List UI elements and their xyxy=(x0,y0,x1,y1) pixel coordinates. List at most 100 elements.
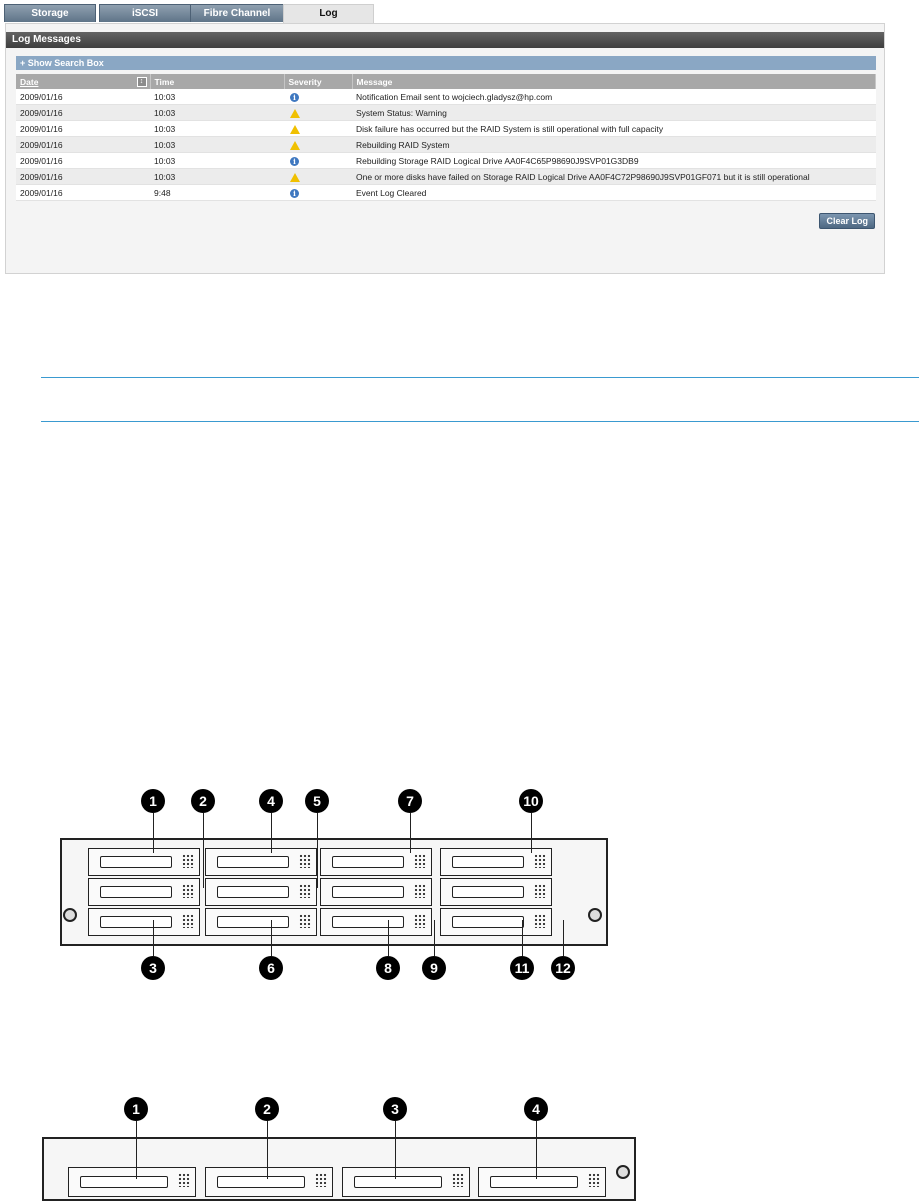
log-panel: Log Messages + Show Search Box Date ↕ Ti… xyxy=(5,23,885,274)
column-header-date[interactable]: Date ↕ xyxy=(16,74,151,89)
info-icon: i xyxy=(290,92,299,102)
warning-icon xyxy=(290,124,300,134)
callout-leader xyxy=(317,813,318,888)
severity-cell: i xyxy=(284,184,352,201)
drive-led-grid xyxy=(534,913,546,928)
message-cell: Notification Email sent to wojciech.glad… xyxy=(352,89,876,105)
clear-log-button[interactable]: Clear Log xyxy=(819,213,875,229)
tab-fibre-channel[interactable]: Fibre Channel xyxy=(190,4,284,22)
callout-1: 1 xyxy=(141,789,165,813)
drive-handle xyxy=(80,1176,168,1188)
callout-5: 5 xyxy=(305,789,329,813)
tab-iscsi[interactable]: iSCSI xyxy=(99,4,191,22)
drive-handle xyxy=(332,886,404,898)
drive-handle xyxy=(452,886,524,898)
date-cell: 2009/01/16 xyxy=(16,104,150,121)
drive-handle xyxy=(217,916,289,928)
callout-3: 3 xyxy=(141,956,165,980)
message-cell: System Status: Warning xyxy=(352,104,876,121)
time-cell: 10:03 xyxy=(150,104,284,121)
drive-handle xyxy=(217,886,289,898)
drive-handle xyxy=(100,886,172,898)
tab-log[interactable]: Log xyxy=(283,4,374,24)
callout-leader xyxy=(267,1121,268,1179)
time-cell: 10:03 xyxy=(150,152,284,169)
rack-ear-left xyxy=(63,908,77,922)
drive-handle xyxy=(217,856,289,868)
severity-cell xyxy=(284,120,352,137)
callout-leader xyxy=(153,813,154,853)
date-cell: 2009/01/16 xyxy=(16,120,150,137)
time-cell: 10:03 xyxy=(150,136,284,153)
rack-ear-right xyxy=(588,908,602,922)
warning-icon xyxy=(290,172,300,182)
callout-leader xyxy=(522,920,523,956)
panel-title: Log Messages xyxy=(6,32,884,48)
date-cell: 2009/01/16 xyxy=(16,168,150,185)
callout-leader xyxy=(536,1121,537,1179)
drive-led-grid xyxy=(299,853,311,868)
callout-leader xyxy=(395,1121,396,1179)
callout-leader xyxy=(136,1121,137,1179)
callout-1u-2: 2 xyxy=(255,1097,279,1121)
drive-led-grid xyxy=(534,853,546,868)
table-header-row: Date ↕ Time Severity Message xyxy=(16,74,876,89)
drive-handle xyxy=(217,1176,305,1188)
time-cell: 10:03 xyxy=(150,89,284,105)
message-cell: Rebuilding RAID System xyxy=(352,136,876,153)
callout-leader xyxy=(388,920,389,956)
callout-10: 10 xyxy=(519,789,543,813)
callout-leader xyxy=(203,813,204,888)
callout-leader xyxy=(271,813,272,853)
drive-led-grid xyxy=(182,853,194,868)
date-cell: 2009/01/16 xyxy=(16,89,150,105)
message-cell: One or more disks have failed on Storage… xyxy=(352,168,876,185)
callout-leader xyxy=(153,920,154,956)
message-cell: Event Log Cleared xyxy=(352,184,876,201)
callout-6: 6 xyxy=(259,956,283,980)
callout-8: 8 xyxy=(376,956,400,980)
drive-led-grid xyxy=(178,1173,190,1187)
callout-1u-4: 4 xyxy=(524,1097,548,1121)
sort-icon[interactable]: ↕ xyxy=(136,77,147,87)
drive-handle xyxy=(452,856,524,868)
callout-11: 11 xyxy=(510,956,534,980)
drive-led-grid xyxy=(182,883,194,898)
drive-led-grid xyxy=(414,883,426,898)
drive-handle xyxy=(490,1176,578,1188)
drive-led-grid xyxy=(414,853,426,868)
time-cell: 10:03 xyxy=(150,168,284,185)
callout-9: 9 xyxy=(422,956,446,980)
drive-led-grid xyxy=(299,913,311,928)
drive-led-grid xyxy=(299,883,311,898)
severity-cell: i xyxy=(284,89,352,105)
callout-2: 2 xyxy=(191,789,215,813)
callout-1u-3: 3 xyxy=(383,1097,407,1121)
drive-led-grid xyxy=(452,1173,464,1187)
rack-ear-right-1u xyxy=(616,1165,630,1179)
show-search-box-toggle[interactable]: + Show Search Box xyxy=(16,56,876,70)
drive-led-grid xyxy=(534,883,546,898)
drive-led-grid xyxy=(315,1173,327,1187)
callout-1u-1: 1 xyxy=(124,1097,148,1121)
callout-7: 7 xyxy=(398,789,422,813)
callout-leader xyxy=(410,813,411,853)
drive-handle xyxy=(100,916,172,928)
date-sort-link[interactable]: Date xyxy=(20,76,39,87)
severity-cell xyxy=(284,136,352,153)
tab-storage[interactable]: Storage xyxy=(4,4,96,22)
drive-led-grid xyxy=(588,1173,600,1187)
date-cell: 2009/01/16 xyxy=(16,136,150,153)
time-cell: 10:03 xyxy=(150,120,284,137)
drive-handle xyxy=(100,856,172,868)
warning-icon xyxy=(290,140,300,150)
callout-leader xyxy=(271,920,272,956)
drive-led-grid xyxy=(414,913,426,928)
